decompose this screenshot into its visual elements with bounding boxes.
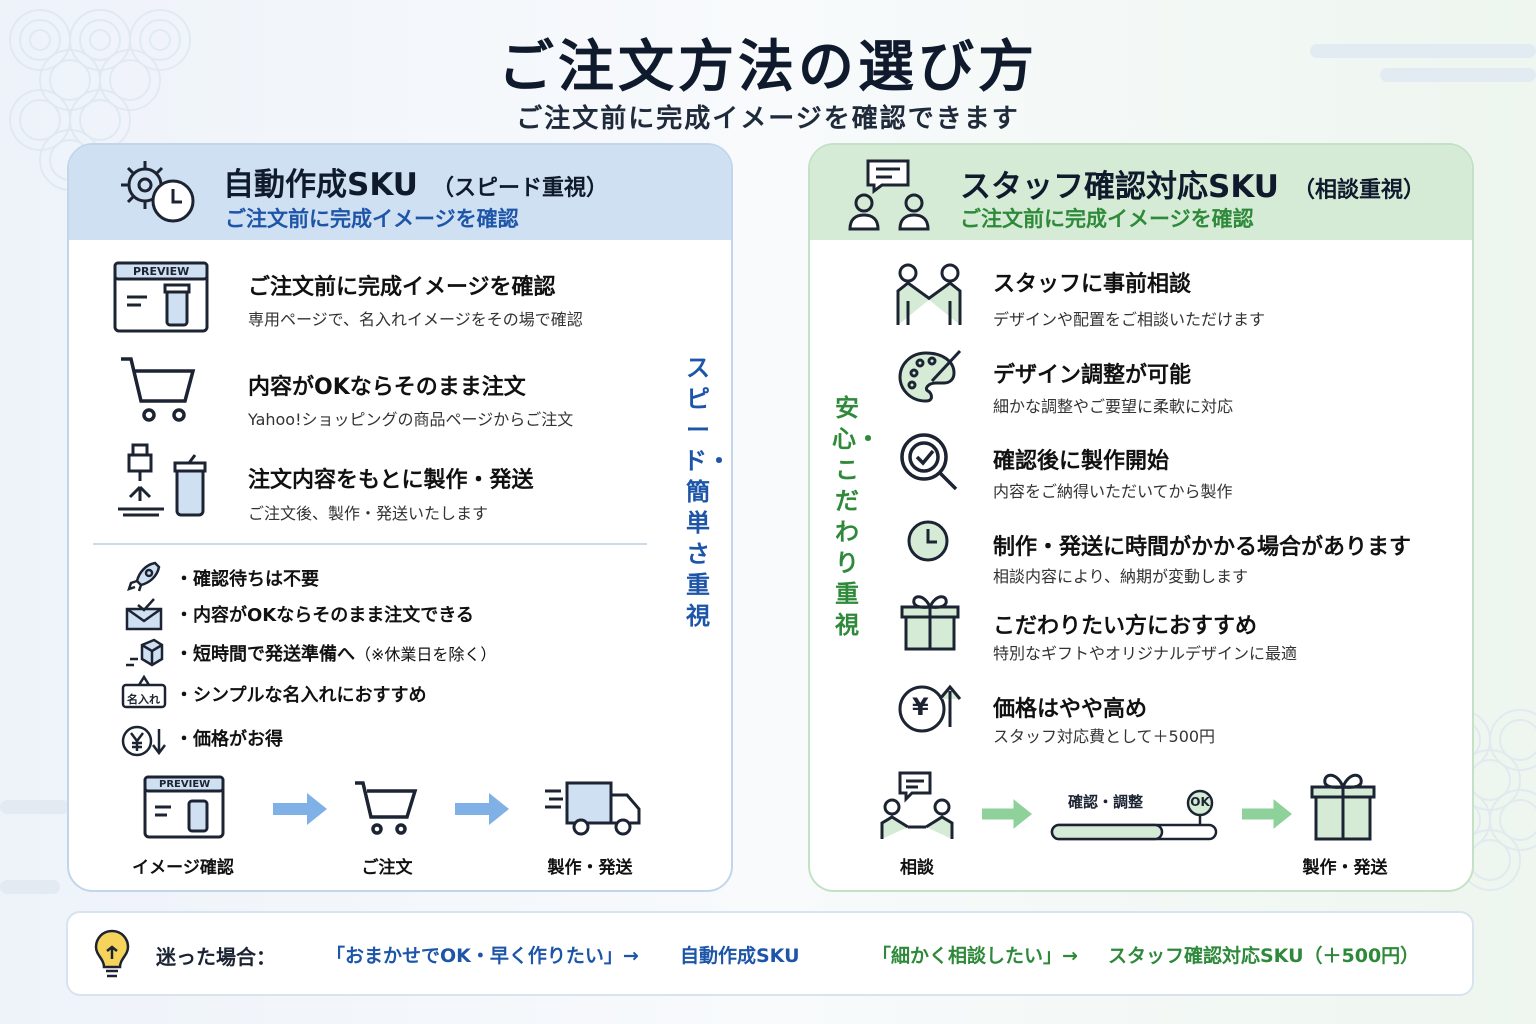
gear-clock-icon bbox=[117, 155, 201, 227]
preview-window-icon bbox=[143, 775, 225, 839]
delivery-truck-icon bbox=[543, 777, 643, 839]
footer-option-auto: 「おまかせでOK・早く作りたい」→ bbox=[326, 945, 639, 967]
clock-icon bbox=[906, 519, 950, 563]
shopping-cart-icon bbox=[119, 355, 199, 425]
peace-of-mind-vertical: 安心・こだわり重視 bbox=[832, 394, 880, 639]
footer-label: 迷った場合： bbox=[156, 945, 276, 969]
staff-feature-desc: 特別なギフトやオリジナルデザインに最適 bbox=[993, 644, 1298, 663]
flow-step-label: ご注文 bbox=[361, 858, 413, 878]
flow-step-label: 製作・発送 bbox=[1302, 858, 1388, 878]
auto-bullet: ・短時間で発送準備へ（※休業日を除く） bbox=[175, 644, 497, 665]
cloud-decoration bbox=[0, 800, 70, 814]
auto-feature-heading: 内容がOKならそのまま注文 bbox=[248, 375, 526, 400]
box-shipping-icon bbox=[124, 637, 164, 671]
auto-sku-header: 自動作成SKU（スピード重視） ご注文前に完成イメージを確認 bbox=[69, 145, 731, 240]
staff-feature-desc: スタッフ対応費として＋500円 bbox=[993, 727, 1216, 746]
cloud-decoration bbox=[0, 880, 60, 894]
yen-down-icon bbox=[121, 723, 167, 759]
flow-step-label: 製作・発送 bbox=[547, 858, 633, 878]
consultation-icon bbox=[880, 769, 954, 839]
staff-feature-heading: デザイン調整が可能 bbox=[993, 363, 1192, 388]
staff-sku-title: スタッフ確認対応SKU（相談重視） bbox=[960, 169, 1425, 205]
shopping-cart-icon bbox=[353, 779, 419, 837]
lightbulb-icon bbox=[94, 929, 130, 979]
page-subtitle: ご注文前に完成イメージを確認できます bbox=[516, 104, 1020, 134]
ok-badge: OK bbox=[1190, 795, 1210, 809]
auto-feature-desc: Yahoo!ショッピングの商品ページからご注文 bbox=[248, 410, 574, 429]
speed-emphasis-vertical: スピード・簡単さ重視 bbox=[683, 354, 731, 630]
staff-feature-desc: 細かな調整やご要望に柔軟に対応 bbox=[993, 397, 1234, 416]
staff-sku-panel: スタッフ確認対応SKU（相談重視） ご注文前に完成イメージを確認 安心・こだわり… bbox=[808, 143, 1474, 892]
page-title: ご注文方法の選び方 bbox=[498, 35, 1038, 100]
cloud-decoration bbox=[1380, 68, 1536, 82]
nameplate-label: 名入れ bbox=[127, 693, 160, 706]
flow-arrow-icon bbox=[982, 799, 1032, 829]
auto-bullet: ・価格がお得 bbox=[175, 729, 283, 750]
staff-feature-desc: 内容をご納得いただいてから製作 bbox=[993, 482, 1233, 501]
flow-arrow-icon bbox=[273, 793, 327, 825]
auto-feature-desc: ご注文後、製作・発送いたします bbox=[248, 504, 489, 523]
footer-guide: 迷った場合： 「おまかせでOK・早く作りたい」→ 自動作成SKU 「細かく相談し… bbox=[66, 911, 1474, 996]
section-divider bbox=[93, 543, 647, 545]
progress-label: 確認・調整 bbox=[1068, 793, 1144, 811]
staff-feature-desc: 相談内容により、納期が変動します bbox=[993, 567, 1249, 586]
adjustment-progress-bar bbox=[1050, 785, 1220, 841]
footer-target-staff: スタッフ確認対応SKU（＋500円） bbox=[1108, 945, 1420, 967]
staff-feature-heading: こだわりたい方におすすめ bbox=[993, 614, 1258, 639]
auto-feature-heading: ご注文前に完成イメージを確認 bbox=[248, 275, 556, 300]
auto-bullet: ・シンプルな名入れにおすすめ bbox=[175, 685, 427, 706]
handshake-icon bbox=[894, 261, 964, 325]
magnifier-check-icon bbox=[898, 431, 960, 493]
auto-feature-desc: 専用ページで、名入れイメージをその場で確認 bbox=[248, 310, 583, 329]
staff-feature-desc: デザインや配置をご相談いただけます bbox=[993, 310, 1266, 329]
rocket-icon bbox=[125, 559, 163, 595]
staff-feature-heading: 制作・発送に時間がかかる場合があります bbox=[993, 535, 1412, 560]
auto-sku-panel: 自動作成SKU（スピード重視） ご注文前に完成イメージを確認 PREVIEW ご… bbox=[67, 143, 733, 892]
envelope-check-icon bbox=[124, 597, 164, 631]
flow-step-label: 相談 bbox=[900, 858, 934, 878]
flow-arrow-icon bbox=[1242, 799, 1292, 829]
staff-feature-heading: スタッフに事前相談 bbox=[993, 272, 1192, 297]
flow-arrow-icon bbox=[455, 793, 509, 825]
preview-badge: PREVIEW bbox=[159, 779, 211, 790]
cloud-decoration bbox=[1310, 44, 1536, 58]
staff-feature-heading: 確認後に製作開始 bbox=[993, 449, 1170, 474]
staff-sku-subtitle: ご注文前に完成イメージを確認 bbox=[960, 207, 1254, 231]
staff-feature-heading: 価格はやや高め bbox=[993, 697, 1148, 722]
laser-engraving-icon bbox=[113, 443, 213, 523]
staff-sku-header: スタッフ確認対応SKU（相談重視） ご注文前に完成イメージを確認 bbox=[810, 145, 1472, 240]
gift-box-icon bbox=[1310, 769, 1376, 841]
consultation-people-icon bbox=[848, 157, 934, 231]
yen-symbol: ¥ bbox=[912, 693, 929, 721]
auto-sku-subtitle: ご注文前に完成イメージを確認 bbox=[225, 207, 519, 231]
footer-target-auto: 自動作成SKU bbox=[680, 945, 800, 967]
nameplate-icon bbox=[121, 675, 167, 709]
yen-up-icon bbox=[896, 677, 964, 733]
auto-bullet: ・内容がOKならそのまま注文できる bbox=[175, 605, 474, 626]
flow-step-label: イメージ確認 bbox=[132, 858, 234, 878]
paint-palette-icon bbox=[898, 349, 962, 405]
preview-badge: PREVIEW bbox=[133, 265, 190, 278]
footer-option-staff: 「細かく相談したい」→ bbox=[872, 945, 1078, 967]
auto-sku-title: 自動作成SKU（スピード重視） bbox=[223, 167, 608, 203]
gift-box-icon bbox=[900, 591, 960, 651]
auto-feature-heading: 注文内容をもとに製作・発送 bbox=[248, 468, 534, 493]
auto-bullet: ・確認待ちは不要 bbox=[175, 569, 319, 590]
preview-window-icon bbox=[113, 261, 209, 333]
